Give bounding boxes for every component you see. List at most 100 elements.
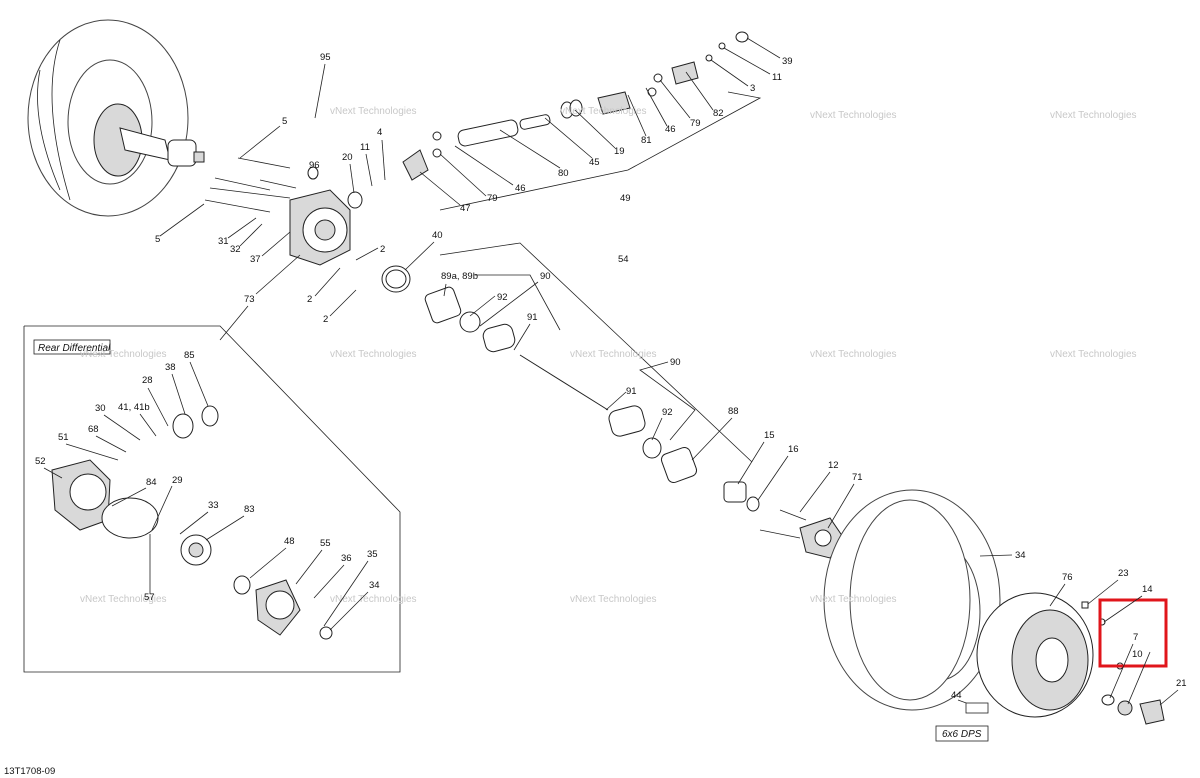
callout-38: 38 (165, 362, 176, 373)
callout-11a: 11 (360, 142, 370, 153)
callout-79a: 79 (487, 193, 498, 204)
callout-23: 23 (1118, 568, 1129, 579)
callout-36: 36 (341, 553, 352, 564)
callout-34: 34 (1015, 550, 1026, 561)
svg-text:vNext Technologies: vNext Technologies (1050, 110, 1137, 121)
callout-7: 7 (1133, 632, 1138, 643)
svg-text:vNext Technologies: vNext Technologies (330, 594, 417, 605)
callout-35: 35 (367, 549, 378, 560)
bracket-49 (439, 91, 762, 211)
svg-text:vNext Technologies: vNext Technologies (330, 349, 417, 360)
svg-text:vNext Technologies: vNext Technologies (330, 106, 417, 117)
callout-91b: 91 (626, 386, 637, 397)
svg-text:vNext Technologies: vNext Technologies (80, 594, 167, 605)
callout-91a: 91 (527, 312, 538, 323)
callout-95: 95 (320, 52, 331, 63)
inset-title: Rear Differential (38, 343, 111, 354)
front-tire (27, 19, 189, 217)
callout-2a: 2 (380, 244, 385, 255)
rear-tire (823, 489, 1001, 711)
callout-92a: 92 (497, 292, 508, 303)
callout-80: 80 (558, 168, 569, 179)
callout-2c: 2 (323, 314, 328, 325)
callout-14: 14 (1142, 584, 1153, 595)
callout-31: 31 (218, 236, 229, 247)
svg-text:vNext Technologies: vNext Technologies (1050, 349, 1137, 360)
callout-41: 41, 41b (118, 402, 150, 413)
callout-57: 57 (144, 592, 155, 603)
callout-16: 16 (788, 444, 799, 455)
svg-text:vNext Technologies: vNext Technologies (560, 106, 647, 117)
callout-81: 81 (641, 135, 652, 146)
callout-21: 21 (1176, 678, 1187, 689)
svg-text:vNext Technologies: vNext Technologies (570, 349, 657, 360)
svg-text:vNext Technologies: vNext Technologies (810, 110, 897, 121)
callout-88: 88 (728, 406, 739, 417)
watermarks: vNext Technologies vNext Technologies vN… (80, 106, 1137, 605)
highlight-box (1098, 598, 1168, 668)
callout-10: 10 (1132, 649, 1143, 660)
callout-49: 49 (620, 193, 631, 204)
callout-32: 32 (230, 244, 241, 255)
rear-rim (976, 592, 1094, 718)
callout-46b: 46 (665, 124, 676, 135)
variant-label: 6x6 DPS (942, 729, 982, 740)
callout-39: 39 (782, 56, 793, 67)
callout-52: 52 (35, 456, 46, 467)
rear-hub (759, 509, 846, 559)
svg-text:vNext Technologies: vNext Technologies (80, 349, 167, 360)
svg-text:vNext Technologies: vNext Technologies (570, 594, 657, 605)
callout-2b: 2 (307, 294, 312, 305)
callout-45: 45 (589, 157, 600, 168)
callout-4: 4 (377, 127, 382, 138)
callout-15: 15 (764, 430, 775, 441)
callout-11b: 11 (772, 72, 782, 83)
callout-12: 12 (828, 460, 839, 471)
callout-96: 96 (309, 160, 320, 171)
variant-label-box: 6x6 DPS (935, 725, 989, 742)
callout-5a: 5 (282, 116, 287, 127)
callout-55: 55 (320, 538, 331, 549)
callout-90a: 90 (540, 271, 551, 282)
callout-47: 47 (460, 203, 471, 214)
front-cv-joint (119, 127, 205, 167)
wheel-hardware (1081, 601, 1165, 725)
callout-37: 37 (250, 254, 261, 265)
callouts: 95 5 5 96 20 11 4 47 79 46 80 45 19 81 4… (35, 37, 1187, 714)
callout-44: 44 (951, 690, 962, 701)
callout-84: 84 (146, 477, 157, 488)
callout-54: 54 (618, 254, 629, 265)
callout-19: 19 (614, 146, 625, 157)
callout-71: 71 (852, 472, 863, 483)
callout-46a: 46 (515, 183, 526, 194)
svg-text:vNext Technologies: vNext Technologies (810, 594, 897, 605)
callout-92b: 92 (662, 407, 673, 418)
bolts-5 (204, 157, 297, 213)
callout-33: 33 (208, 500, 219, 511)
callout-30: 30 (95, 403, 106, 414)
callout-83: 83 (244, 504, 255, 515)
callout-20: 20 (342, 152, 353, 163)
callout-76: 76 (1062, 572, 1073, 583)
callout-40: 40 (432, 230, 443, 241)
callout-34b: 34 (369, 580, 380, 591)
callout-3: 3 (750, 83, 755, 94)
callout-29: 29 (172, 475, 183, 486)
callout-28: 28 (142, 375, 153, 386)
callout-89: 89a, 89b (441, 271, 478, 282)
drawing-number: 13T1708-09 (4, 766, 55, 777)
callout-79b: 79 (690, 118, 701, 129)
callout-82: 82 (713, 108, 724, 119)
rear-differential-inset: Rear Differential (23, 325, 401, 673)
rear-driveshaft (381, 242, 760, 512)
callout-48: 48 (284, 536, 295, 547)
svg-text:vNext Technologies: vNext Technologies (810, 349, 897, 360)
callout-68: 68 (88, 424, 99, 435)
callout-90b: 90 (670, 357, 681, 368)
driveshaft-assembly (402, 31, 749, 181)
callout-73: 73 (244, 294, 255, 305)
callout-5b: 5 (155, 234, 160, 245)
front-differential (289, 166, 363, 266)
callout-51: 51 (58, 432, 69, 443)
